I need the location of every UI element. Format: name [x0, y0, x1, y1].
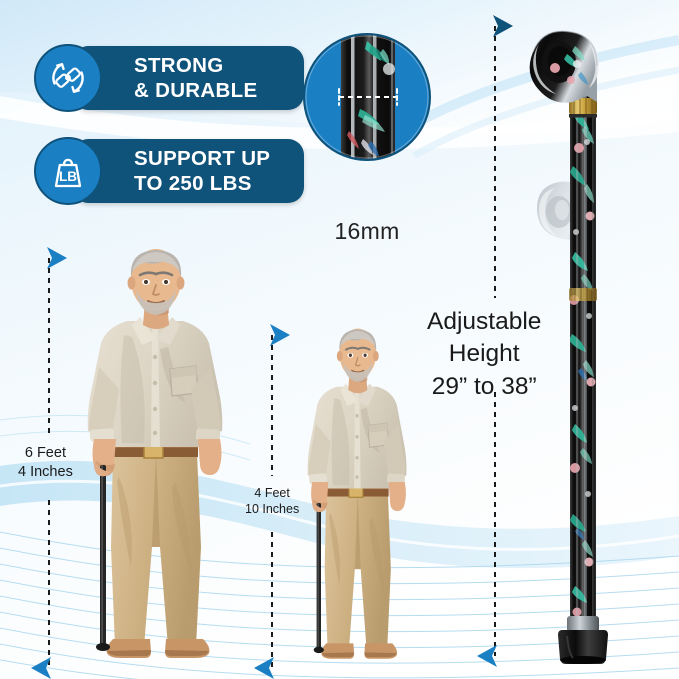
badge-pill: STRONG & DURABLE: [76, 46, 304, 110]
badge-label-line1: STRONG: [134, 54, 224, 77]
cane-height-line1: Adjustable: [427, 308, 542, 335]
height-label-line2: 4 Inches: [18, 463, 73, 480]
held-cane: [96, 465, 110, 651]
magnifier-caption: 16mm: [334, 218, 400, 244]
badge-label-line1: SUPPORT UP: [134, 147, 271, 170]
cane-adjustable-height-label: Adjustable Height 29” to 38”: [427, 306, 541, 403]
tall-person-height-label: 6 Feet 4 Inches: [18, 444, 73, 481]
chain-link-durable-icon: [34, 44, 102, 112]
cane-rubber-tip: [558, 616, 608, 664]
badge-label-line2: & DURABLE: [134, 79, 258, 102]
svg-text:LB: LB: [59, 169, 77, 184]
product-cane-photo: [515, 16, 665, 664]
lower-adjust-collar: [569, 288, 597, 301]
height-label-line2: 10 Inches: [245, 502, 300, 516]
cane-height-line2: Height: [448, 340, 520, 368]
short-man-with-cane: [296, 327, 421, 662]
tall-man-with-cane: [72, 247, 242, 662]
cane-handle: [529, 30, 599, 103]
height-label-line1: 6 Feet: [24, 445, 66, 461]
badge-pill: SUPPORT UP TO 250 LBS: [76, 139, 304, 203]
cane-height-line3: 29” to 38”: [431, 372, 537, 400]
weight-lb-icon: LB: [34, 137, 102, 205]
held-cane: [313, 502, 324, 654]
height-label-line1: 4 Feet: [254, 486, 290, 500]
shaft-diameter-magnifier: [303, 33, 431, 161]
badge-label-line2: TO 250 LBS: [134, 172, 252, 195]
short-person-height-label: 4 Feet 10 Inches: [245, 485, 299, 517]
